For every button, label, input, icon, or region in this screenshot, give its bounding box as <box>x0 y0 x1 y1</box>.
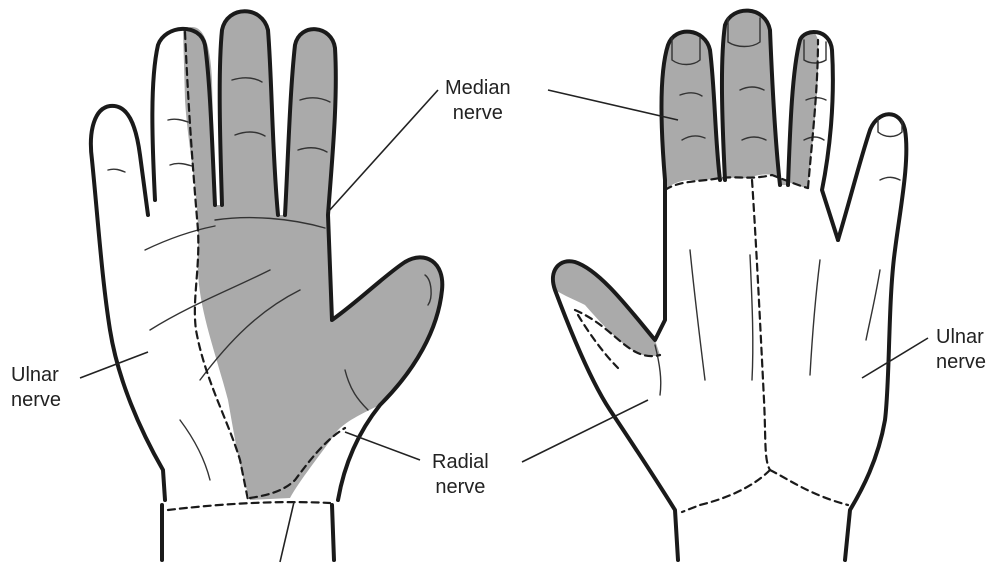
median-nerve-label: Median nerve <box>445 76 511 126</box>
leader-median-right <box>548 90 678 120</box>
leader-wrist <box>280 502 294 562</box>
ulnar-nerve-label-right: Ulnar nerve <box>936 325 986 375</box>
ulnar-nerve-label-left: Ulnar nerve <box>11 363 61 413</box>
leader-median-left <box>328 90 438 212</box>
right-hand-dorsum <box>553 11 906 560</box>
median-nerve-region-dorsum-fingers <box>662 11 819 190</box>
radial-nerve-label: Radial nerve <box>432 450 489 500</box>
left-hand-palm <box>91 11 442 560</box>
